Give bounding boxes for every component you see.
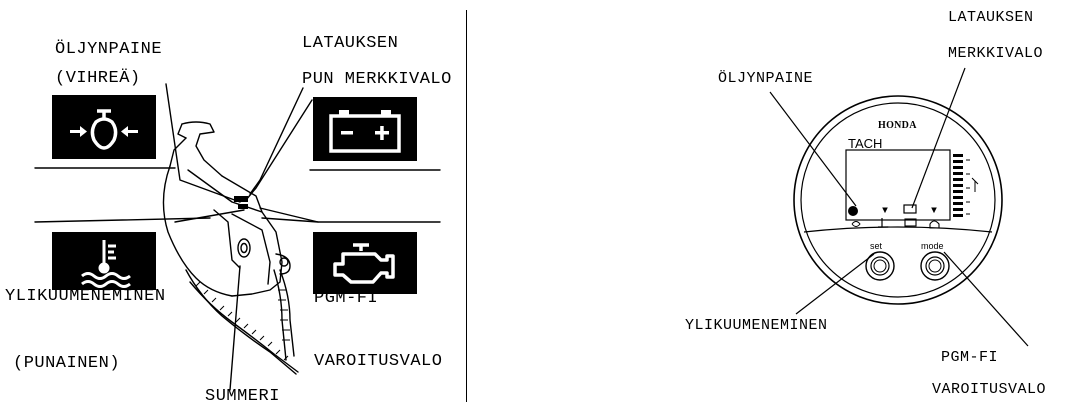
oil-pressure-color-label: (VIHREÄ) (55, 69, 141, 88)
remote-control-illustration (34, 83, 441, 391)
overheat-label: YLIKUUMENEMINEN (5, 287, 166, 306)
panel-divider (466, 10, 467, 402)
right-charge-label-line1: LATAUKSEN (948, 9, 1034, 26)
set-button-label: set (870, 241, 883, 251)
battery-charge-icon (313, 97, 417, 161)
right-charge-label-line2: MERKKIVALO (948, 45, 1044, 62)
right-overheat-label: YLIKUUMENEMINEN (685, 317, 828, 334)
mode-button-label: mode (921, 241, 944, 251)
overheat-color-label: (PUNAINEN) (13, 354, 121, 373)
gauge-display-label: TACH (848, 136, 883, 151)
right-pgmfi-label-line1: PGM-FI (941, 349, 999, 366)
right-oil-pressure-label: ÖLJYNPAINE (718, 70, 814, 87)
charge-label-line1: LATAUKSEN (302, 34, 399, 53)
oil-pressure-label: ÖLJYNPAINE (55, 40, 163, 59)
check-engine-icon (313, 232, 417, 294)
gauge-brand-logo: HONDA (878, 120, 917, 131)
right-pgmfi-label-line2: VAROITUSVALO (932, 381, 1047, 398)
coolant-temperature-icon (52, 232, 156, 290)
buzzer-label: SUMMERI (205, 387, 280, 406)
charge-label-line2: PUN MERKKIVALO (302, 70, 452, 89)
pgmfi-label-line2: VAROITUSVALO (314, 352, 443, 371)
pgmfi-label-line1: PGM-FI (314, 289, 379, 308)
oil-pressure-icon (52, 95, 156, 159)
